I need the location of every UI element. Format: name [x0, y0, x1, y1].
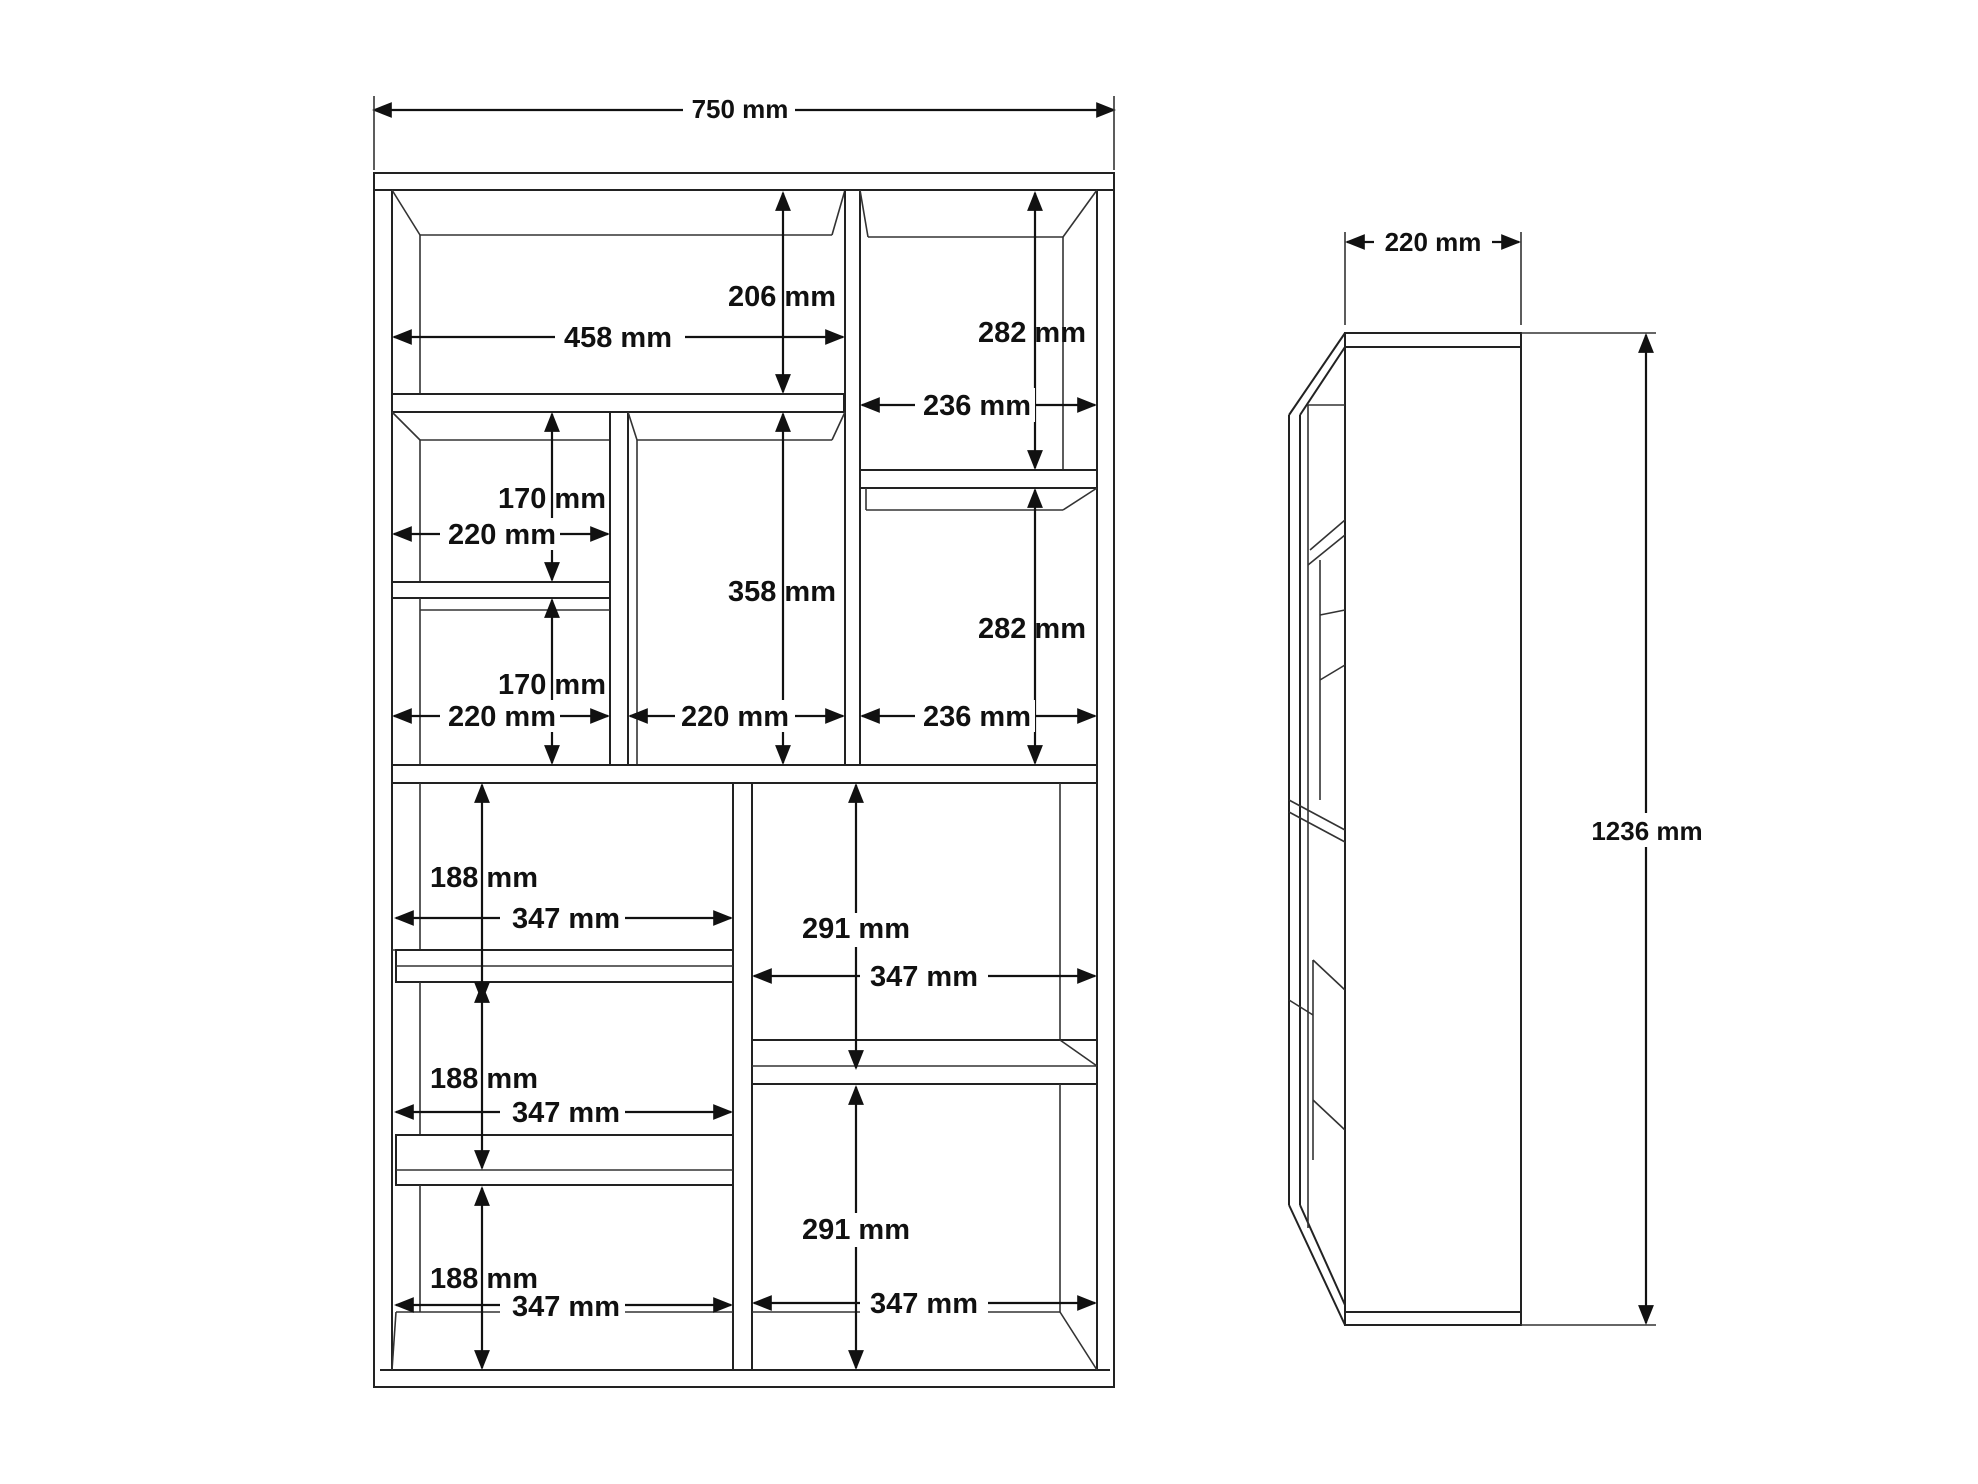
label-side-depth: 220 mm	[1385, 227, 1482, 257]
label-bottom-left-2-height: 188 mm	[430, 1063, 538, 1095]
label-overall-width: 750 mm	[692, 94, 789, 124]
label-top-left-width: 458 mm	[564, 322, 672, 354]
label-top-right-width: 236 mm	[923, 390, 1031, 422]
label-bottom-left-1-width: 347 mm	[512, 903, 620, 935]
label-top-right-height: 282 mm	[978, 317, 1086, 349]
label-bottom-right-2-width: 347 mm	[870, 1288, 978, 1320]
label-bottom-left-2-width: 347 mm	[512, 1097, 620, 1129]
label-small-left-lower-height: 170 mm	[498, 669, 606, 701]
front-view: 750 mm 458 mm 206 mm 282 mm 236 mm 170 m…	[372, 93, 1116, 1388]
front-outer-frame	[373, 172, 1115, 1388]
label-top-left-height: 206 mm	[728, 281, 836, 313]
side-view: 220 mm 1236 mm	[1288, 225, 1709, 1326]
compartment-small-left	[391, 411, 629, 765]
compartment-top-right	[859, 189, 1098, 511]
label-small-left-lower-width: 220 mm	[448, 701, 556, 733]
label-middle-height: 358 mm	[728, 576, 836, 608]
label-bottom-right-1-height: 291 mm	[802, 913, 910, 945]
label-middle-width: 220 mm	[681, 701, 789, 733]
label-bottom-right-2-height: 291 mm	[802, 1214, 910, 1246]
label-small-left-upper-height: 170 mm	[498, 483, 606, 515]
label-bottom-left-3-width: 347 mm	[512, 1291, 620, 1323]
label-right-lower-height: 282 mm	[978, 613, 1086, 645]
label-bottom-left-3-height: 188 mm	[430, 1263, 538, 1295]
compartment-bottom-right	[751, 783, 1098, 1371]
compartment-top-left	[391, 189, 861, 765]
label-side-height: 1236 mm	[1591, 816, 1702, 846]
label-small-left-upper-width: 220 mm	[448, 519, 556, 551]
label-right-lower-width: 236 mm	[923, 701, 1031, 733]
label-bottom-left-1-height: 188 mm	[430, 862, 538, 894]
side-panel	[1344, 332, 1522, 1326]
label-bottom-right-1-width: 347 mm	[870, 961, 978, 993]
